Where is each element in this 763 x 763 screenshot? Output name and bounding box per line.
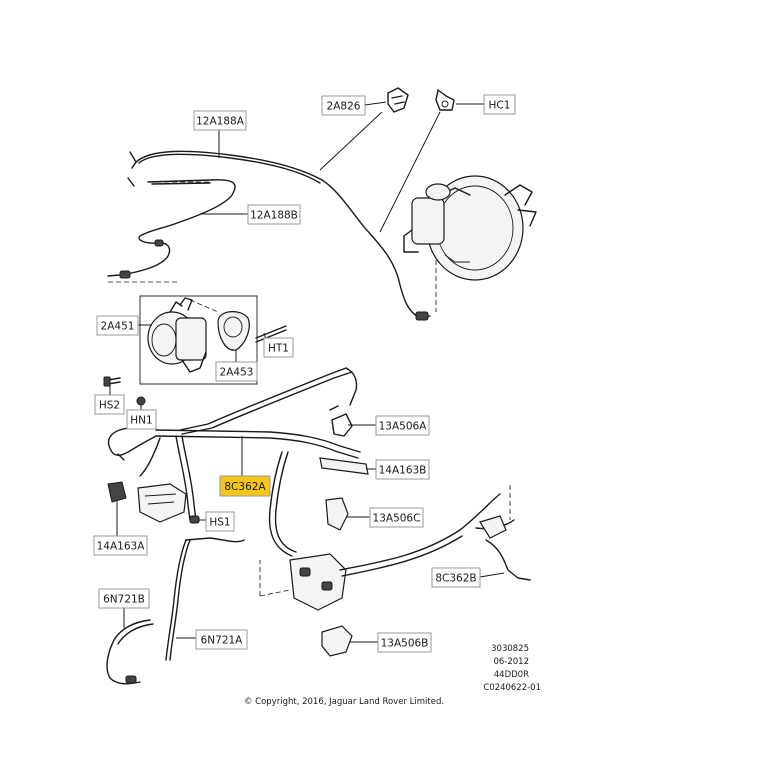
label-hc1[interactable]: HC1	[483, 94, 516, 115]
bolt-hs1	[189, 515, 200, 524]
vacuum-pump-assembly	[139, 295, 287, 385]
label-hs2-text: HS2	[99, 400, 120, 412]
label-14a163b-text: 14A163B	[379, 465, 427, 477]
label-13a506c-text: 13A506C	[373, 513, 421, 525]
label-2a453-text: 2A453	[220, 367, 254, 379]
label-hn1[interactable]: HN1	[126, 409, 157, 430]
label-2a451[interactable]: 2A451	[96, 315, 139, 336]
copyright-text: © Copyright, 2016, Jaguar Land Rover Lim…	[244, 697, 444, 707]
brake-pipe-main	[127, 150, 437, 321]
label-6n721b-text: 6N721B	[103, 594, 145, 606]
label-12a188a-text: 12A188A	[196, 116, 245, 128]
label-hn1-text: HN1	[130, 415, 152, 427]
label-8c362a-text: 8C362A	[224, 481, 266, 493]
label-6n721b[interactable]: 6N721B	[98, 588, 150, 609]
label-12a188a[interactable]: 12A188A	[193, 110, 247, 131]
meta-line-3: 44DD0R	[494, 670, 529, 680]
pipe-network-lower	[106, 367, 531, 685]
label-13a506b[interactable]: 13A506B	[377, 632, 432, 653]
label-6n721a[interactable]: 6N721A	[195, 629, 248, 650]
label-6n721a-text: 6N721A	[201, 635, 244, 647]
label-hs1[interactable]: HS1	[205, 511, 235, 532]
label-ht1-text: HT1	[268, 343, 289, 355]
label-12a188b[interactable]: 12A188B	[247, 204, 301, 225]
clip-13a506b	[321, 625, 353, 657]
meta-line-2: 06-2012	[493, 657, 529, 667]
label-hc1-text: HC1	[489, 100, 511, 112]
label-2a826[interactable]: 2A826	[321, 95, 366, 116]
leader-lines	[109, 101, 505, 643]
brake-booster	[403, 175, 537, 281]
clip-13a506a	[329, 405, 353, 437]
bracket-14a163a	[107, 481, 127, 503]
label-2a826-text: 2A826	[327, 101, 361, 113]
label-hs1-text: HS1	[209, 517, 230, 529]
label-14a163b[interactable]: 14A163B	[375, 459, 430, 480]
label-ht1[interactable]: HT1	[263, 337, 294, 358]
label-8c362b[interactable]: 8C362B	[431, 567, 481, 588]
label-12a188b-text: 12A188B	[250, 210, 298, 222]
label-2a451-text: 2A451	[101, 321, 135, 333]
label-13a506a[interactable]: 13A506A	[375, 415, 430, 436]
brake-pipe-b	[107, 179, 236, 283]
label-2a453[interactable]: 2A453	[215, 361, 258, 382]
meta-line-4: C0240622-01	[483, 683, 541, 693]
drawing-meta: 3030825 06-2012 44DD0R C0240622-01	[483, 644, 541, 693]
label-hs2[interactable]: HS2	[94, 394, 125, 415]
bracket-14a163b	[319, 457, 369, 475]
label-13a506c[interactable]: 13A506C	[369, 507, 424, 528]
label-13a506a-text: 13A506A	[379, 421, 428, 433]
label-14a163a[interactable]: 14A163A	[93, 535, 148, 556]
label-8c362a-highlighted[interactable]: 8C362A	[219, 475, 271, 497]
label-14a163a-text: 14A163A	[97, 541, 146, 553]
label-13a506b-text: 13A506B	[381, 638, 429, 650]
clip-13a506c	[325, 497, 349, 531]
nut-hn1	[136, 396, 146, 406]
meta-line-1: 3030825	[491, 644, 529, 654]
label-8c362b-text: 8C362B	[435, 573, 476, 585]
bolt-hs2	[103, 376, 121, 387]
clip-hc1	[435, 89, 455, 111]
clip-2a826	[387, 87, 409, 113]
